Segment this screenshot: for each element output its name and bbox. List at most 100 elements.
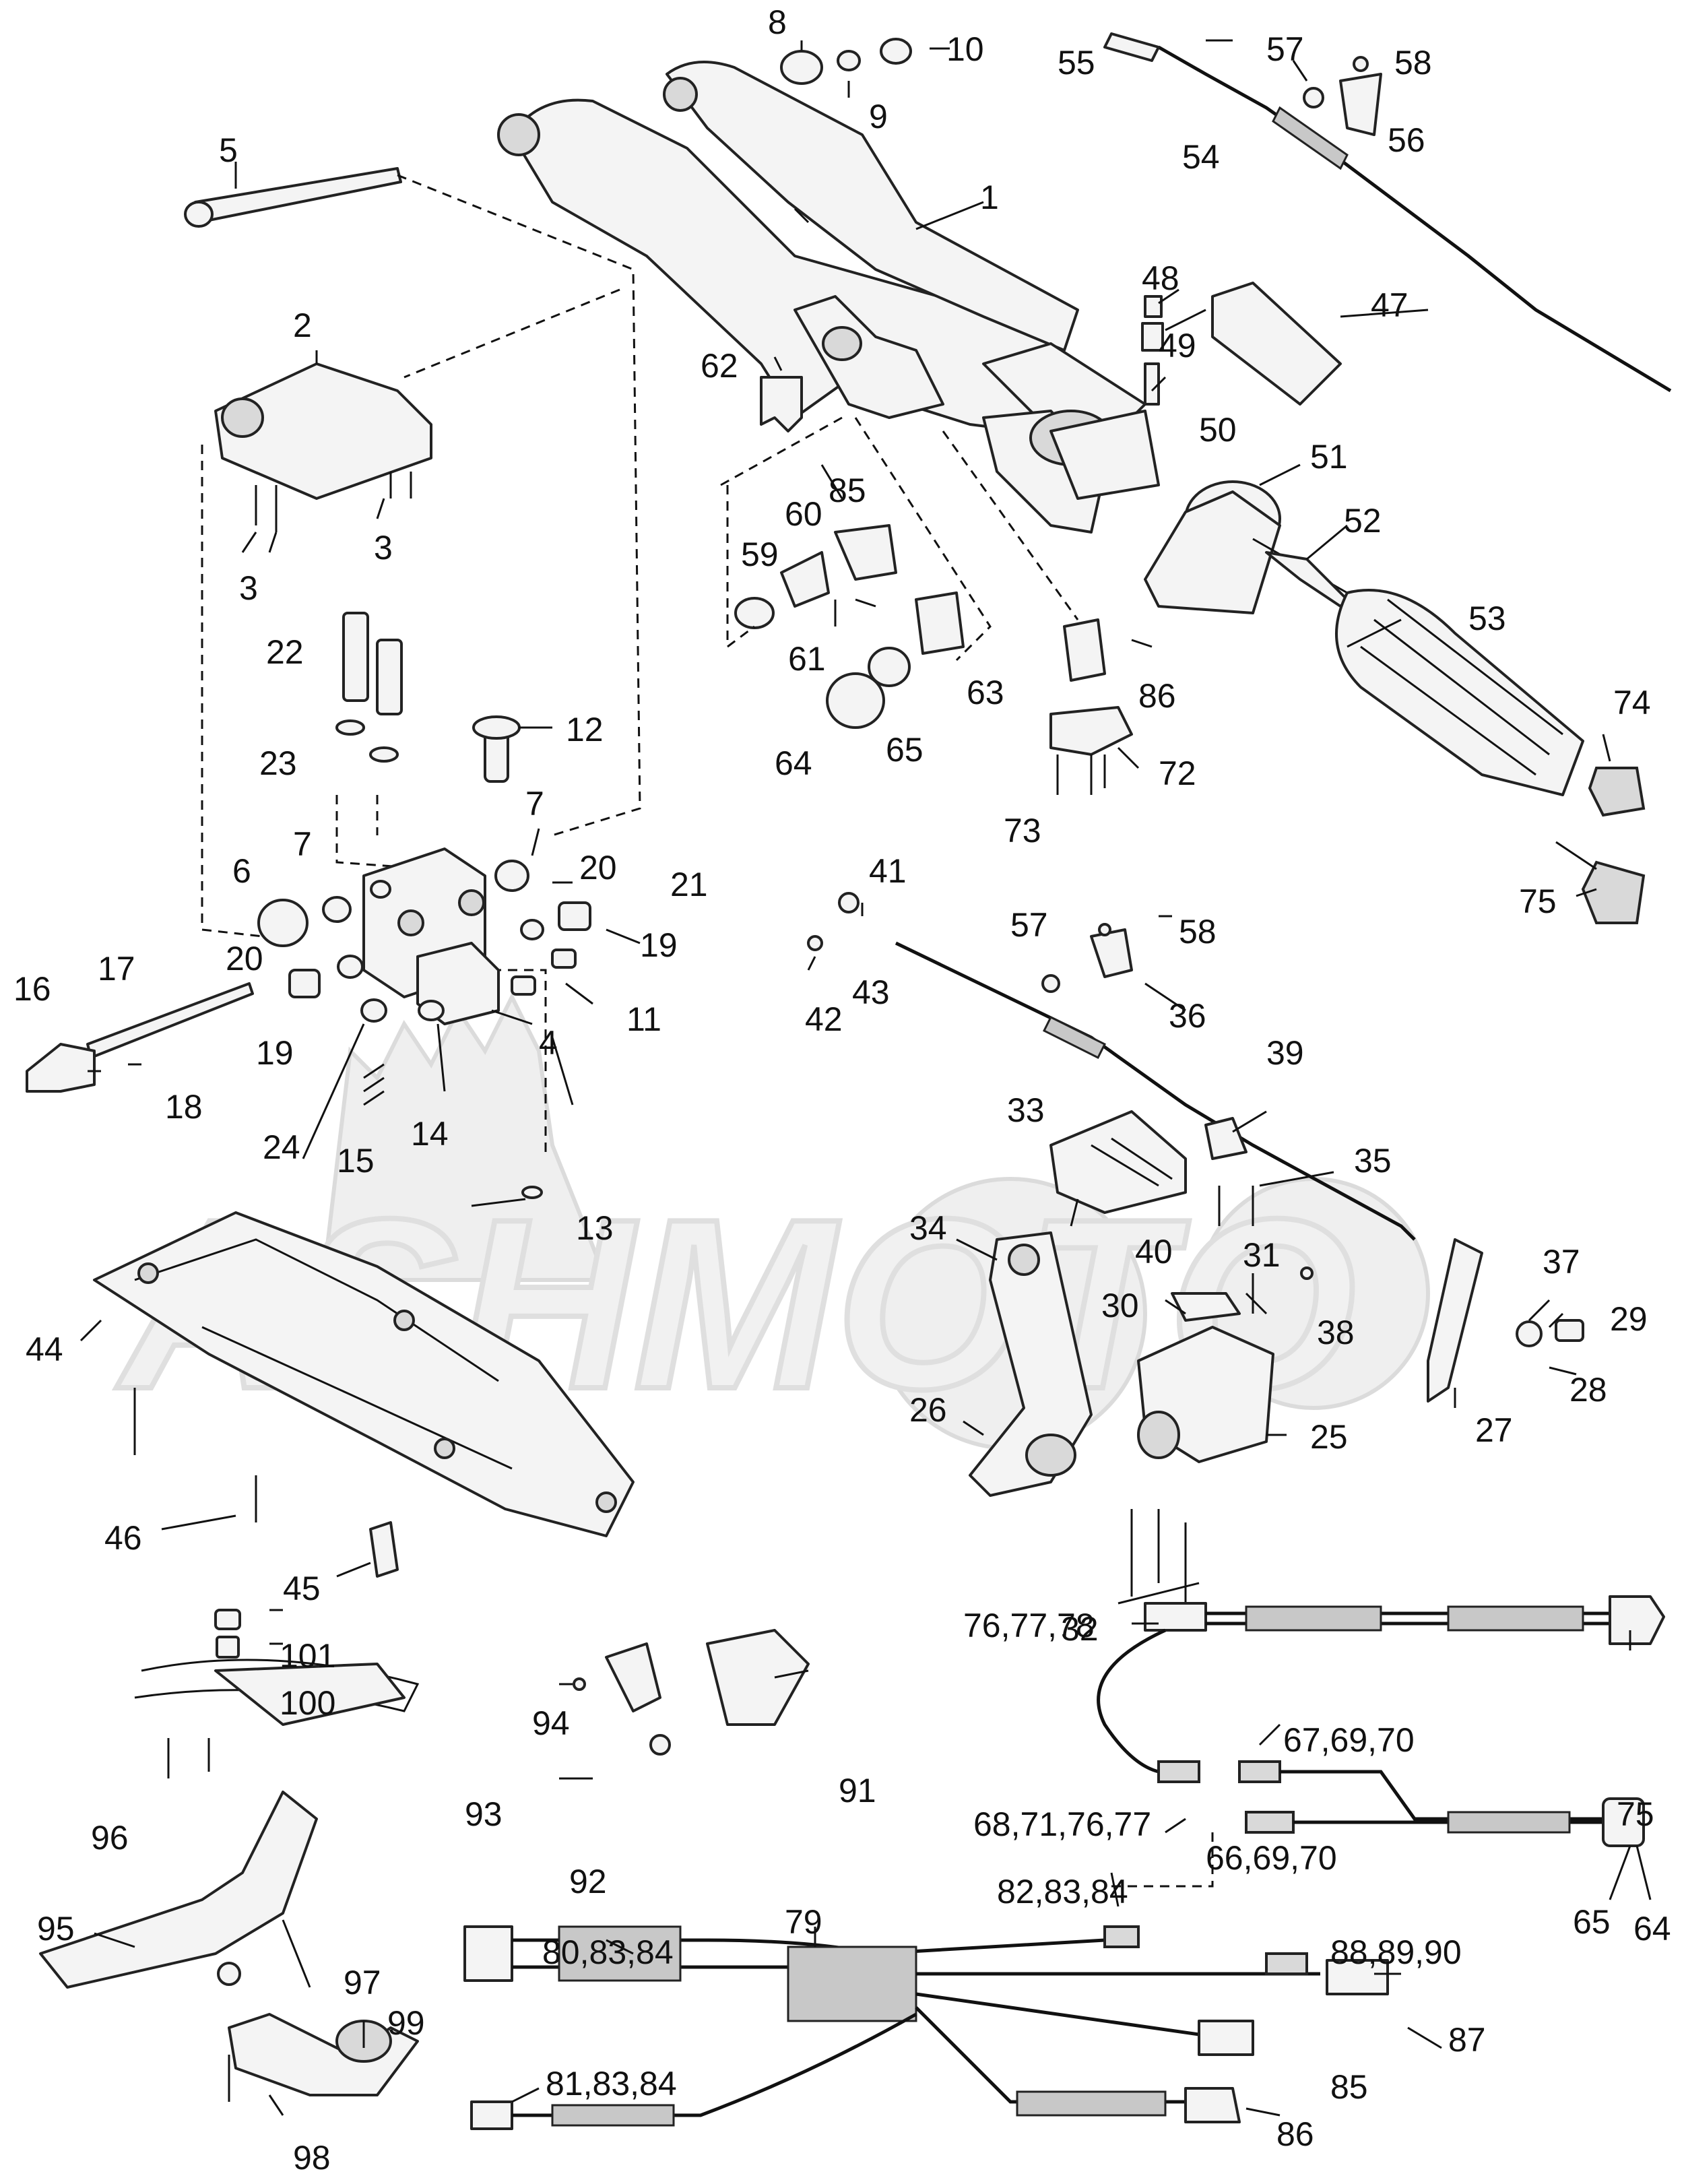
callout-5: 5	[219, 131, 238, 169]
callout-53: 53	[1468, 600, 1506, 637]
callout-30: 30	[1101, 1287, 1139, 1324]
callout-64: 64	[775, 744, 812, 782]
pivot-hardware	[257, 715, 591, 1199]
callout-88-89-90: 88,89,90	[1330, 1933, 1462, 1971]
callout-58: 58	[1394, 44, 1432, 82]
callout-38: 38	[1317, 1314, 1355, 1351]
shift-arm-27	[1427, 1238, 1584, 1403]
callout-39: 39	[1266, 1034, 1304, 1072]
callout-33: 33	[1007, 1091, 1045, 1129]
callout-48: 48	[1142, 259, 1179, 297]
shift-housing-25	[1137, 1326, 1274, 1463]
callout-13: 13	[576, 1209, 614, 1247]
callout-75: 75	[1617, 1795, 1654, 1833]
callout-10: 10	[946, 30, 984, 68]
callout-56: 56	[1388, 121, 1425, 159]
callout-55: 55	[1058, 44, 1095, 82]
callout-36: 36	[1169, 997, 1206, 1035]
callout-22: 22	[266, 633, 304, 671]
callout-85: 85	[1330, 2068, 1368, 2106]
callout-43: 43	[852, 973, 890, 1011]
callout-57: 57	[1010, 906, 1048, 944]
callout-4: 4	[539, 1024, 558, 1062]
callout-8: 8	[768, 3, 787, 41]
callout-24: 24	[263, 1128, 300, 1166]
callout-64: 64	[1633, 1910, 1671, 1948]
callout-1: 1	[980, 179, 999, 216]
callout-20: 20	[579, 849, 617, 887]
callout-99: 99	[387, 2004, 425, 2042]
callout-86: 86	[1138, 677, 1176, 715]
cable-bracket-56	[1303, 56, 1382, 136]
grip-connector	[1555, 841, 1646, 924]
callout-81-83-84: 81,83,84	[546, 2065, 677, 2102]
callout-19: 19	[640, 926, 678, 964]
callout-76-77-78: 76,77,78	[963, 1607, 1095, 1644]
shift-small-parts	[807, 892, 1314, 1603]
callout-16: 16	[13, 970, 51, 1008]
callout-66-69-70: 66,69,70	[1206, 1839, 1337, 1877]
callout-58: 58	[1179, 913, 1217, 951]
callout-74: 74	[1613, 684, 1651, 721]
callout-79: 79	[785, 1903, 822, 1941]
callout-91: 91	[839, 1772, 876, 1809]
callout-45: 45	[283, 1570, 321, 1607]
callout-57: 57	[1266, 30, 1304, 68]
wiring-harness-lower	[463, 1925, 1389, 2130]
callout-62: 62	[701, 347, 738, 385]
callout-37: 37	[1543, 1243, 1580, 1281]
pivot-bolt	[184, 167, 402, 228]
callout-26: 26	[909, 1391, 947, 1429]
callout-95: 95	[37, 1910, 75, 1948]
callout-101: 101	[280, 1637, 335, 1675]
tiller-handle-tube	[982, 342, 1160, 534]
callout-96: 96	[91, 1819, 129, 1857]
callout-29: 29	[1610, 1300, 1648, 1338]
callout-98: 98	[293, 2139, 331, 2177]
shift-lever-26	[969, 1231, 1093, 1497]
callout-25: 25	[1310, 1418, 1348, 1456]
callout-59: 59	[741, 536, 779, 573]
callout-54: 54	[1182, 138, 1220, 176]
leader-lines	[79, 39, 1652, 2117]
callout-11: 11	[626, 1000, 661, 1038]
shift-cover-33	[1049, 1110, 1187, 1214]
tilt-lock-parts	[734, 376, 1106, 729]
callout-14: 14	[411, 1115, 449, 1153]
shift-cable-35	[895, 941, 1416, 1241]
callout-15: 15	[337, 1142, 375, 1180]
tilt-rod-and-knob	[26, 982, 254, 1093]
callout-6: 6	[232, 852, 251, 890]
callout-9: 9	[869, 98, 888, 135]
callout-42: 42	[805, 1000, 843, 1038]
callout-52: 52	[1344, 502, 1382, 540]
callout-72: 72	[1159, 754, 1196, 792]
callout-51: 51	[1310, 438, 1348, 476]
callout-23: 23	[259, 744, 297, 782]
callout-80-83-84: 80,83,84	[542, 1933, 674, 1971]
switch-72-73	[1049, 706, 1133, 795]
callout-17: 17	[98, 950, 135, 988]
callout-86: 86	[1276, 2115, 1314, 2153]
assembly-guide-lines	[201, 174, 1079, 1159]
throttle-shaft	[1265, 551, 1349, 608]
callout-3: 3	[239, 569, 258, 607]
callout-40: 40	[1135, 1233, 1173, 1271]
callout-100: 100	[280, 1684, 335, 1722]
callout-2: 2	[293, 307, 312, 344]
callout-50: 50	[1199, 411, 1237, 449]
callout-35: 35	[1354, 1142, 1392, 1180]
callout-92: 92	[569, 1863, 607, 1900]
callout-65: 65	[1573, 1903, 1611, 1941]
callout-41: 41	[869, 852, 907, 890]
upper-bracket	[214, 362, 432, 532]
callout-3: 3	[374, 529, 393, 567]
bracket-95-101	[39, 1609, 420, 2102]
hand-grip	[1335, 589, 1584, 796]
shift-lever-cover	[1211, 282, 1342, 406]
callout-28: 28	[1569, 1371, 1607, 1409]
callout-63: 63	[967, 674, 1004, 711]
callout-97: 97	[344, 1964, 381, 2001]
callout-67-69-70: 67,69,70	[1283, 1721, 1415, 1759]
